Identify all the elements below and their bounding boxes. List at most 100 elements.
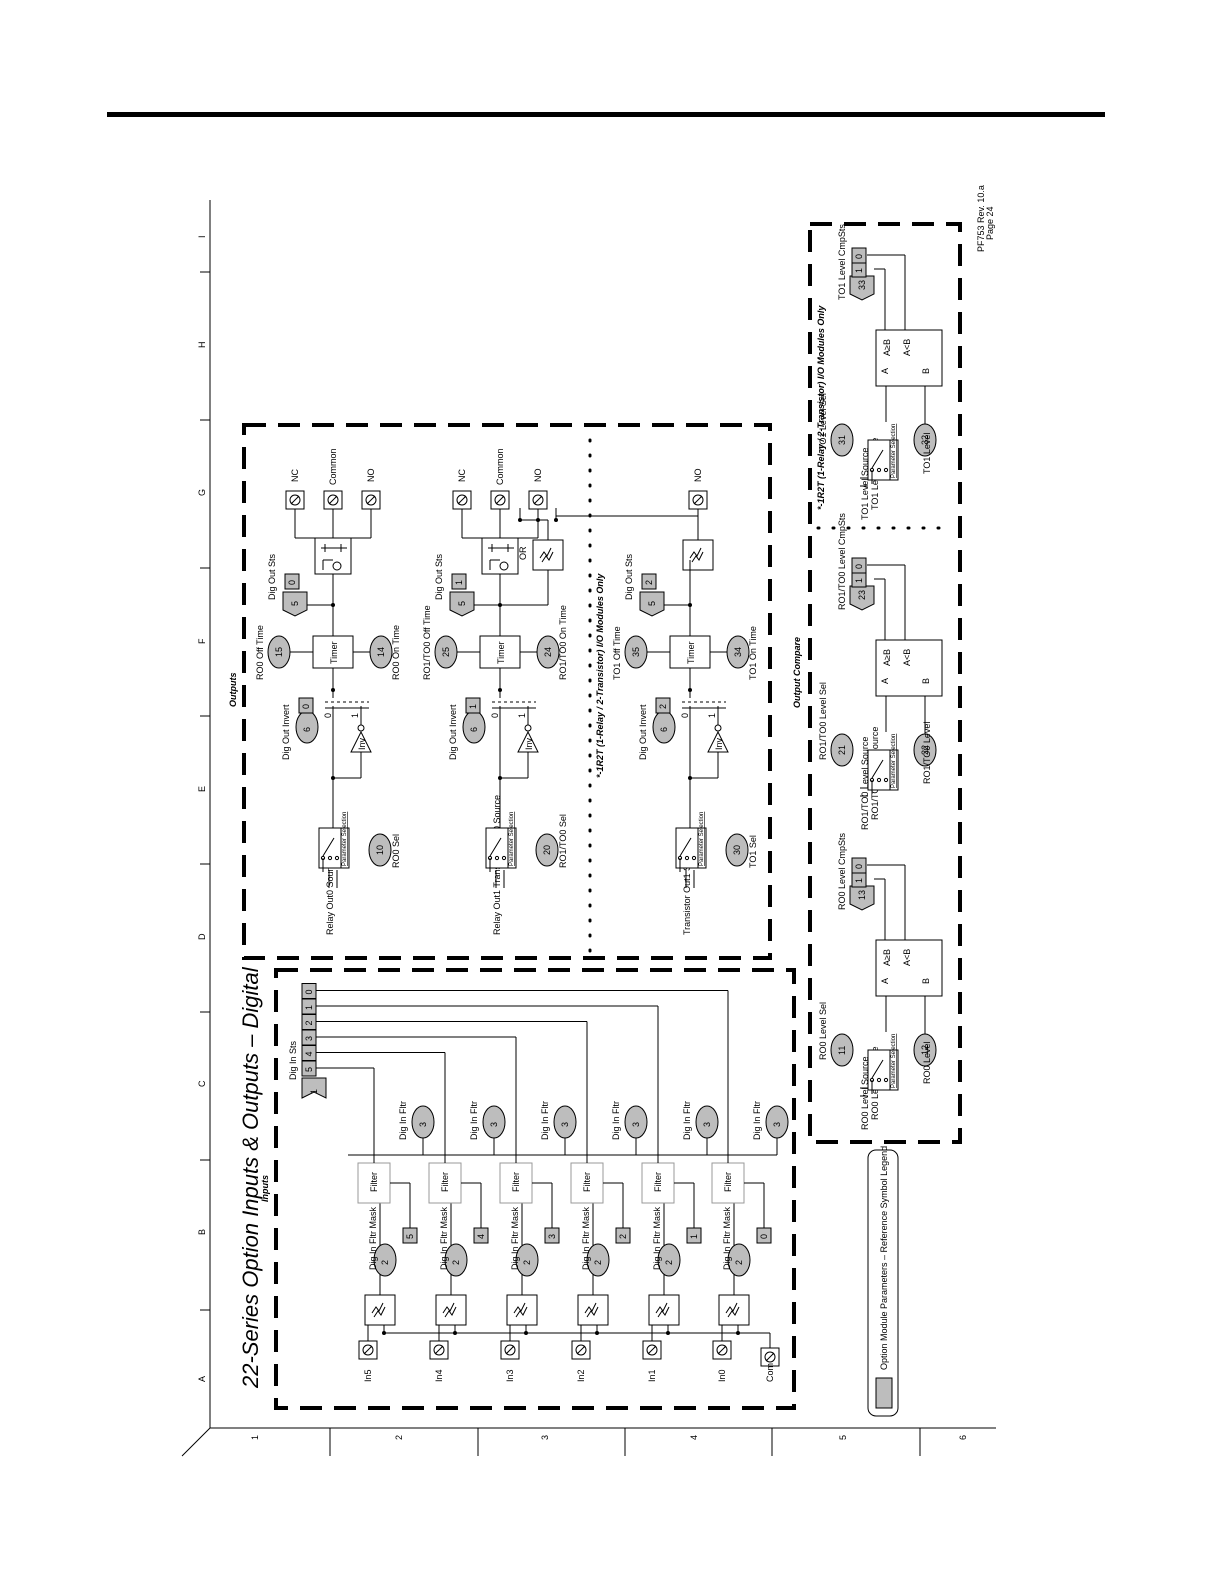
dig-out-sts-label: Dig Out Sts — [267, 553, 277, 600]
input-terminal[interactable]: In4 — [429, 1340, 449, 1382]
or-label: OR — [518, 546, 528, 560]
dig-out-sts-label: Dig Out Sts — [624, 553, 634, 600]
dig-out-sts-label: Dig Out Sts — [434, 553, 444, 600]
output-terminal[interactable]: NO — [688, 469, 708, 510]
input-terminal[interactable]: In5 — [358, 1340, 378, 1382]
dig-in-fltr-mask: 2 — [586, 1243, 610, 1277]
level-param-selection[interactable]: Parameter Selection — [867, 734, 899, 794]
level-cmp-label: RO1/TO0 Level CmpSts — [837, 513, 847, 610]
relay-block — [481, 537, 519, 575]
dig-out-sts-num: 5 — [457, 601, 467, 606]
filter-block: Filter — [641, 1162, 675, 1204]
level-cmp-bit-val: 0 — [854, 864, 864, 869]
off-time-label: RO0 Off Time — [255, 625, 265, 680]
on-time-num: 24 — [543, 647, 553, 657]
off-time-num: 15 — [274, 647, 284, 657]
comp-a: A — [880, 368, 890, 374]
output-channel: Relay Out1 Transistor Out0 SourceParamet… — [422, 448, 699, 935]
dig-in-sts-bit-val: 3 — [304, 1036, 314, 1041]
level-cmp-bit: 0 — [851, 857, 867, 874]
grid-number: 4 — [689, 1435, 699, 1440]
input-terminal-label: In2 — [576, 1369, 586, 1382]
inv-label: Inv — [524, 737, 534, 750]
level-sel-num: 21 — [837, 745, 847, 755]
on-time: 24 — [536, 635, 560, 669]
dig-in-sts-label: Dig In Sts — [288, 1040, 298, 1080]
comp-ageb: A≥B — [882, 649, 892, 666]
output-terminal[interactable]: Common — [490, 448, 510, 510]
dig-in-fltr-mask-label: Dig In Fltr Mask — [368, 1206, 378, 1270]
dig-in-fltr-mask-bit: 4 — [473, 1227, 489, 1244]
output-terminal[interactable]: NO — [361, 469, 381, 510]
output-terminal[interactable]: NC — [285, 469, 305, 510]
timer-block: Timer — [479, 635, 521, 669]
dig-in-fltr-mask-label: Dig In Fltr Mask — [722, 1206, 732, 1270]
dig-in-sts-bit-val: 5 — [304, 1067, 314, 1072]
output-terminal[interactable]: NC — [452, 469, 472, 510]
outputs-r2t-note: *-1R2T (1-Relay / 2-Transistor) I/O Modu… — [595, 573, 605, 778]
com-terminal[interactable]: Com — [760, 1347, 780, 1382]
input-terminal[interactable]: In2 — [571, 1340, 591, 1382]
compare-block: TO1 Level SourceTO1 Level SourceParamete… — [818, 224, 943, 520]
level-sel-label: TO1 Level Sel — [818, 393, 828, 450]
invert-one: 1 — [350, 713, 360, 718]
output-sel: 10 — [368, 833, 392, 867]
level-cmp-label: TO1 Level CmpSts — [837, 224, 847, 300]
level-cmp-sts: 23 — [849, 585, 875, 611]
input-terminal[interactable]: In0 — [712, 1340, 732, 1382]
dig-in-fltr-mask: 2 — [373, 1243, 397, 1277]
comp-a: A — [880, 678, 890, 684]
output-terminal[interactable]: Common — [323, 448, 343, 510]
output-param-selection[interactable]: Parameter Selection — [485, 812, 517, 872]
dig-in-fltr-label: Dig In Fltr — [752, 1101, 762, 1140]
dig-out-invert-label: Dig Out Invert — [448, 704, 458, 760]
level-label: TO1 Level — [922, 433, 932, 474]
input-terminal[interactable]: In3 — [500, 1340, 520, 1382]
dig-out-invert-num: 6 — [469, 727, 479, 732]
level-param-selection[interactable]: Parameter Selection — [867, 1034, 899, 1094]
on-time-num: 34 — [733, 647, 743, 657]
output-terminal-label: NC — [290, 469, 300, 482]
dig-in-fltr-mask-num: 2 — [664, 1260, 674, 1265]
comp-altb: A<B — [902, 949, 912, 966]
level-cmp-sts: 33 — [849, 275, 875, 301]
dig-out-invert: 6 — [462, 710, 486, 744]
input-terminal[interactable]: In1 — [642, 1340, 662, 1382]
output-param-selection[interactable]: Parameter Selection — [318, 812, 350, 872]
dig-out-invert-label: Dig Out Invert — [281, 704, 291, 760]
dig-in-fltr-label: Dig In Fltr — [540, 1101, 550, 1140]
level-param-selection[interactable]: Parameter Selection — [867, 424, 899, 484]
dig-in-fltr-mask-bit-val: 0 — [759, 1234, 769, 1239]
legend-text: Option Module Parameters – Reference Sym… — [879, 1146, 889, 1370]
output-param-selection-label: Parameter Selection — [699, 812, 705, 866]
dig-in-fltr-mask-label: Dig In Fltr Mask — [439, 1206, 449, 1270]
comp-altb: A<B — [902, 649, 912, 666]
dig-in-fltr-mask-bit-val: 4 — [476, 1234, 486, 1239]
dig-in-fltr: 3 — [765, 1105, 789, 1139]
timer-block: Timer — [669, 635, 711, 669]
dig-in-sts-bit: 0 — [301, 983, 317, 999]
grid-letter: E — [197, 786, 207, 792]
dig-in-fltr-mask: 2 — [515, 1243, 539, 1277]
outputs-section — [242, 423, 772, 960]
dig-in-sts-num: 1 — [309, 1089, 319, 1094]
output-terminal[interactable]: NO — [528, 469, 548, 510]
compare-section — [808, 222, 962, 1144]
output-sel-label: TO1 Sel — [748, 835, 758, 868]
filter-label: Filter — [369, 1172, 379, 1192]
dig-out-invert-bit-val: 0 — [301, 704, 311, 709]
output-param-selection-label: Parameter Selection — [342, 812, 348, 866]
grid-number: 2 — [394, 1435, 404, 1440]
dig-in-sts-bit: 5 — [301, 1060, 317, 1077]
grid-letter: F — [197, 638, 207, 644]
output-param-selection[interactable]: Parameter Selection — [675, 812, 707, 872]
filter-label: Filter — [653, 1172, 663, 1192]
